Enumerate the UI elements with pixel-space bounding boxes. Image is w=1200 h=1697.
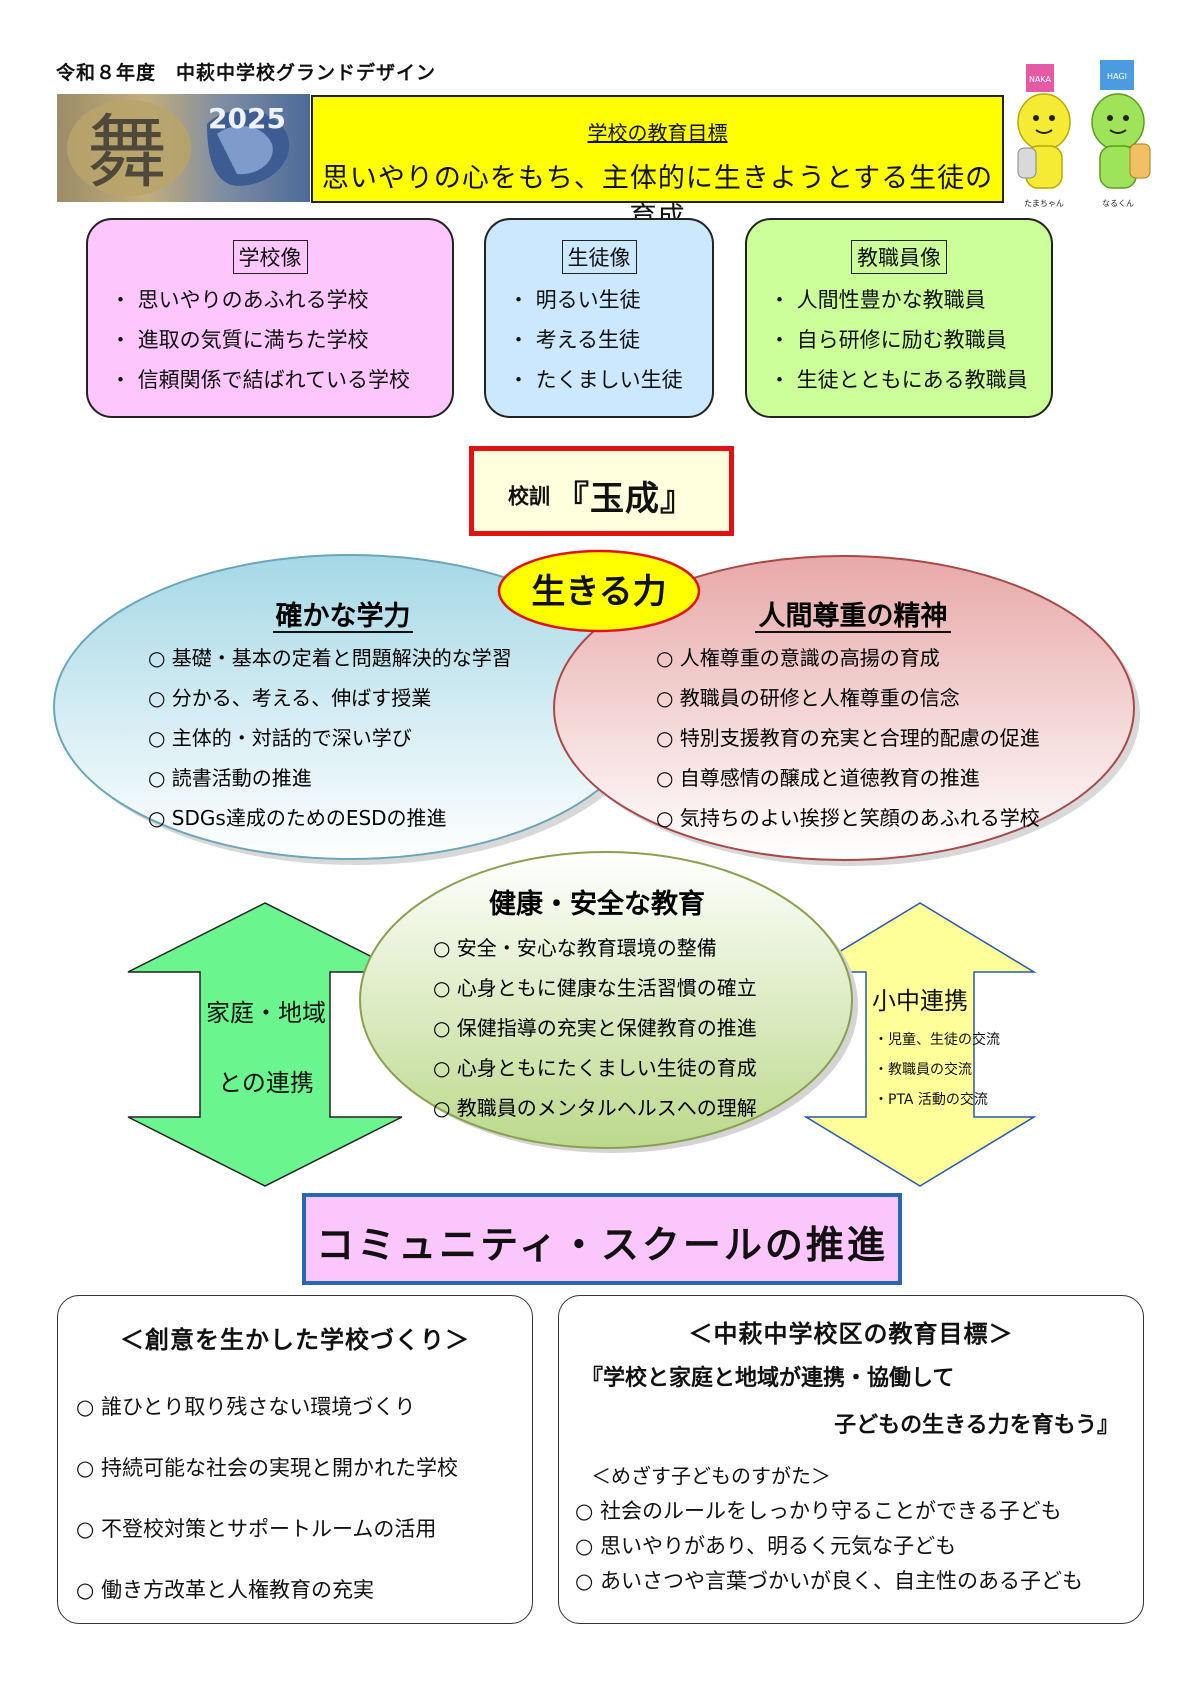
creative-school-box: ＜創意を生かした学校づくり＞ ○ 誰ひとり取り残さない環境づくり ○ 持続可能な… <box>57 1295 533 1624</box>
district-subtitle: ＜めざす子どものすがた＞ <box>591 1464 831 1488</box>
elementary-arrow-item: ・教職員の交流 <box>874 1061 972 1078</box>
list-item: ・ 思いやりのあふれる学校 <box>110 288 369 312</box>
human-rights-item: ○ 気持ちのよい挨拶と笑顔のあふれる学校 <box>656 806 1040 830</box>
list-item: ・ 自ら研修に励む教職員 <box>769 328 1007 352</box>
mascot-badge: HAGI <box>1107 72 1127 81</box>
school-motto-box: 校訓 『玉成』 <box>469 446 734 536</box>
family-arrow-line1: 家庭・地域 <box>206 999 326 1027</box>
health-title: 健康・安全な教育 <box>489 888 705 920</box>
elementary-arrow-title: 小中連携 <box>872 987 968 1015</box>
health-item: ○ 教職員のメンタルヘルスへの理解 <box>433 1096 757 1120</box>
school-goal-box: 学校の教育目標 思いやりの心をもち、主体的に生きようとする生徒の育成 <box>311 95 1004 233</box>
narukun-mascot-icon: HAGI なるくん <box>1091 60 1151 208</box>
academic-item: ○ 分かる、考える、伸ばす授業 <box>148 686 431 710</box>
community-school-banner: コミュニティ・スクールの推進 <box>302 1193 902 1285</box>
banner-year: 2025 <box>208 102 286 135</box>
health-item: ○ 心身ともに健康な生活習慣の確立 <box>433 976 757 1000</box>
student-ideal-box: 生徒像 ・ 明るい生徒 ・ 考える生徒 ・ たくましい生徒 <box>484 218 714 418</box>
banner-char: 舞 <box>87 106 167 199</box>
district-title: ＜中萩中学校区の教育目標＞ <box>688 1320 1014 1348</box>
motto-label: 校訓 <box>507 484 550 509</box>
staff-ideal-box: 教職員像 ・ 人間性豊かな教職員 ・ 自ら研修に励む教職員 ・ 生徒とともにある… <box>745 218 1053 418</box>
district-slogan-line1: 『学校と家庭と地域が連携・協働して <box>581 1366 955 1391</box>
list-item: ○ 誰ひとり取り残さない環境づくり <box>76 1395 416 1419</box>
three-pillars-diagram: 生きる力 確かな学力 ○ 基礎・基本の定着と問題解決的な学習 ○ 分かる、考える… <box>0 540 1200 1195</box>
list-item: ○ あいさつや言葉づかいが良く、自主性のある子ども <box>575 1569 1083 1593</box>
health-item: ○ 保健指導の充実と保健教育の推進 <box>433 1016 757 1040</box>
human-rights-item: ○ 自尊感情の醸成と道徳教育の推進 <box>656 766 980 790</box>
list-item: ・ たくましい生徒 <box>508 368 683 392</box>
health-item: ○ 安全・安心な教育環境の整備 <box>433 936 717 960</box>
ikiru-chikara-badge <box>497 549 701 633</box>
community-school-text: コミュニティ・スクールの推進 <box>316 1223 888 1267</box>
family-arrow-line2: との連携 <box>218 1069 314 1097</box>
list-item: ・ 進取の気質に満ちた学校 <box>110 328 369 352</box>
list-item: ○ 働き方改革と人権教育の充実 <box>76 1578 374 1602</box>
list-item: ○ 思いやりがあり、明るく元気な子ども <box>575 1534 957 1558</box>
academic-title: 確かな学力 <box>276 600 411 632</box>
health-item: ○ 心身ともにたくましい生徒の育成 <box>433 1056 757 1080</box>
academic-item: ○ SDGs達成のためのESDの推進 <box>148 806 447 830</box>
elementary-arrow-item: ・PTA 活動の交流 <box>874 1091 988 1108</box>
district-goal-box: ＜中萩中学校区の教育目標＞ 『学校と家庭と地域が連携・協働して 子どもの生きる力… <box>558 1295 1144 1624</box>
mascot-name-2: なるくん <box>1102 199 1134 208</box>
motto-text: 『玉成』 <box>555 479 696 519</box>
elementary-arrow-item: ・児童、生徒の交流 <box>874 1031 1000 1048</box>
mascot-name-1: たまちゃん <box>1024 199 1064 208</box>
district-slogan-line2: 子どもの生きる力を育もう』 <box>834 1413 1119 1438</box>
staff-ideal-title: 教職員像 <box>851 240 947 274</box>
human-rights-ellipse <box>553 555 1135 861</box>
human-rights-item: ○ 特別支援教育の充実と合理的配慮の促進 <box>656 726 1040 750</box>
health-ellipse <box>359 851 853 1149</box>
list-item: ・ 人間性豊かな教職員 <box>769 288 986 312</box>
list-item: ○ 持続可能な社会の実現と開かれた学校 <box>76 1456 458 1480</box>
banner-artwork: 舞 2025 <box>57 94 310 202</box>
list-item: ・ 考える生徒 <box>508 328 641 352</box>
student-ideal-title: 生徒像 <box>561 240 637 274</box>
family-arrow <box>127 902 403 1187</box>
school-goal-heading: 学校の教育目標 <box>587 121 728 145</box>
human-rights-item: ○ 教職員の研修と人権尊重の信念 <box>656 686 960 710</box>
list-item: ・ 明るい生徒 <box>508 288 641 312</box>
list-item: ・ 生徒とともにある教職員 <box>769 368 1028 392</box>
tamachan-mascot-icon: NAKA たまちゃん <box>1017 64 1071 208</box>
academic-item: ○ 読書活動の推進 <box>148 766 312 790</box>
school-ideal-title: 学校像 <box>232 240 308 274</box>
mascot-badge: NAKA <box>1029 75 1052 84</box>
list-item: ○ 社会のルールをしっかり守ることができる子ども <box>575 1499 1062 1523</box>
academic-item: ○ 主体的・対話的で深い学び <box>148 726 412 750</box>
list-item: ○ 不登校対策とサポートルームの活用 <box>76 1517 437 1541</box>
ikiru-chikara-text: 生きる力 <box>531 572 666 612</box>
school-goal-text: 思いやりの心をもち、主体的に生きようとする生徒の育成 <box>321 163 994 233</box>
list-item: ・ 信頼関係で結ばれている学校 <box>110 368 411 392</box>
school-ideal-box: 学校像 ・ 思いやりのあふれる学校 ・ 進取の気質に満ちた学校 ・ 信頼関係で結… <box>86 218 454 418</box>
creative-title: ＜創意を生かした学校づくり＞ <box>120 1326 470 1354</box>
human-rights-title: 人間尊重の精神 <box>759 601 948 632</box>
document-title: 令和８年度 中萩中学校グランドデザイン <box>56 62 437 84</box>
human-rights-item: ○ 人権尊重の意識の高揚の育成 <box>656 646 940 670</box>
academic-item: ○ 基礎・基本の定着と問題解決的な学習 <box>148 646 512 670</box>
mascot-illustration: NAKA たまちゃん HAGI なるくん <box>1014 60 1164 215</box>
